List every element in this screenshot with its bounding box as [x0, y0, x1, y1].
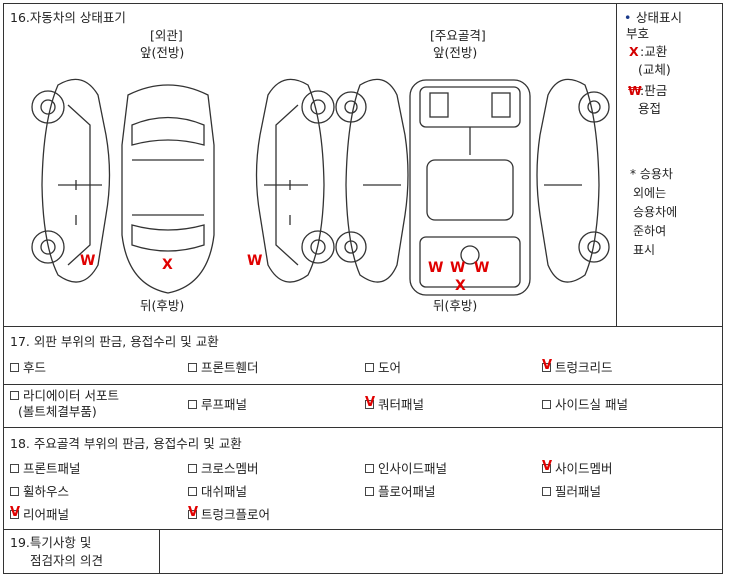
- w-mark-left-quarter: W: [80, 253, 96, 269]
- check-mark: V: [542, 358, 553, 373]
- checkbox[interactable]: [365, 464, 374, 473]
- check-mark: V: [365, 395, 376, 410]
- check-mark: V: [542, 459, 553, 474]
- legend-note-line: 외에는: [633, 186, 667, 200]
- check-mark: V: [188, 505, 199, 520]
- divider: [3, 384, 723, 385]
- checkbox[interactable]: [188, 464, 197, 473]
- checkbox[interactable]: [365, 487, 374, 496]
- legend-note-line: 준하여: [633, 224, 667, 238]
- w-mark-right-quarter: W: [247, 253, 263, 269]
- section-19-title-2: 점검자의 의견: [30, 553, 103, 568]
- exterior-car-diagram: [31, 78, 335, 294]
- checkbox[interactable]: [188, 400, 197, 409]
- legend-heading: 상태표시: [636, 10, 683, 25]
- legend-w-label: :판금: [640, 83, 668, 98]
- legend-x-symbol: X: [629, 44, 639, 59]
- checkbox-checked[interactable]: V: [542, 460, 552, 473]
- divider: [3, 529, 723, 530]
- section-18-title: 18. 주요골격 부위의 판금, 용접수리 및 교환: [10, 436, 242, 451]
- checkbox[interactable]: [542, 400, 551, 409]
- legend-note-line: 표시: [633, 243, 656, 257]
- section-16-title: 16.자동차의 상태표기: [10, 10, 126, 25]
- exterior-front-label: 앞(전방): [140, 45, 185, 60]
- exterior-heading: [외관]: [150, 28, 183, 43]
- checkbox-checked[interactable]: V: [365, 396, 375, 409]
- checkbox-checked[interactable]: V: [542, 359, 552, 372]
- divider: [159, 529, 160, 574]
- radiator-support-sublabel: (볼트체결부품): [18, 404, 97, 419]
- legend-x-label-2: (교체): [638, 62, 671, 77]
- checkbox[interactable]: [10, 391, 19, 400]
- divider: [3, 427, 723, 428]
- checkbox[interactable]: [10, 363, 19, 372]
- divider: [616, 3, 617, 326]
- section-17-title: 17. 외판 부위의 판금, 용접수리 및 교환: [10, 334, 219, 349]
- legend-note-line: 승용차에: [633, 205, 678, 219]
- checkbox[interactable]: [188, 487, 197, 496]
- inspector-opinion-field[interactable]: [161, 531, 721, 572]
- legend-w-label-2: 용접: [638, 101, 662, 116]
- frame-car-diagram: [335, 78, 610, 296]
- legend-w-symbol: ₩: [628, 83, 642, 98]
- legend-heading-2: 부호: [626, 26, 650, 41]
- checkbox[interactable]: [10, 487, 19, 496]
- section-19-title: 19.특기사항 및: [10, 535, 92, 550]
- w-mark-frame-2: W: [450, 260, 466, 276]
- divider: [3, 326, 723, 327]
- check-mark: V: [10, 505, 21, 520]
- checkbox[interactable]: [188, 363, 197, 372]
- form-frame: [3, 3, 723, 574]
- checkbox-checked[interactable]: V: [10, 506, 20, 519]
- checkbox[interactable]: [10, 464, 19, 473]
- frame-front-label: 앞(전방): [433, 45, 478, 60]
- frame-rear-label: 뒤(후방): [433, 298, 478, 313]
- checkbox[interactable]: [542, 487, 551, 496]
- checkbox-checked[interactable]: V: [188, 506, 198, 519]
- x-mark-trunk: X: [162, 257, 173, 273]
- legend-note: * 승용차: [630, 167, 673, 181]
- exterior-rear-label: 뒤(후방): [140, 298, 185, 313]
- frame-heading: [주요골격]: [430, 28, 486, 43]
- w-mark-frame-1: W: [428, 260, 444, 276]
- legend-bullet: •: [624, 10, 632, 25]
- legend-x-label: :교환: [640, 44, 668, 59]
- checkbox[interactable]: [365, 363, 374, 372]
- w-mark-frame-3: W: [474, 260, 490, 276]
- x-mark-rear-panel: X: [455, 278, 466, 294]
